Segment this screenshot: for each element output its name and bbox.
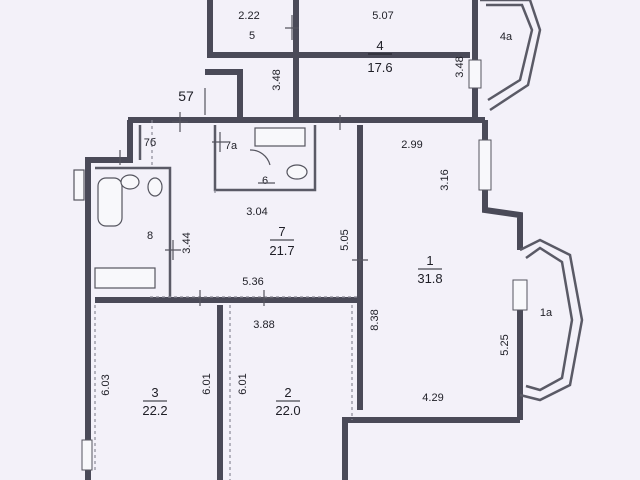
opening-marks xyxy=(165,15,368,306)
room-5-number: 5 xyxy=(249,30,255,42)
room-7a-number: 7a xyxy=(225,140,238,152)
wall-west xyxy=(85,120,133,480)
room-1-number: 1 xyxy=(426,253,433,268)
wall-room1-south xyxy=(342,417,520,480)
bay-1a-outline xyxy=(519,238,584,402)
room-1-area: 31.8 xyxy=(417,271,442,286)
dim-room4-height: 3.48 xyxy=(454,56,466,77)
dim-room3-left: 6.03 xyxy=(100,374,112,395)
bay-windows xyxy=(480,0,584,402)
bay-1a-inner xyxy=(525,246,574,392)
dim-room1-upper-height: 3.16 xyxy=(439,169,451,190)
room-4a-number: 4a xyxy=(500,31,513,43)
room-3-area: 22.2 xyxy=(142,403,167,418)
room-4-area: 17.6 xyxy=(367,60,392,75)
kitchen-counter xyxy=(94,267,156,289)
wall-room5-west xyxy=(207,0,470,58)
room-6-number: 6 xyxy=(262,175,268,187)
dim-room1-lower-height: 5.25 xyxy=(499,334,511,355)
room-3-number: 3 xyxy=(151,385,158,400)
room-7-number: 7 xyxy=(278,224,285,239)
dim-room1-top: 2.99 xyxy=(401,139,422,151)
dim-room2-top: 3.88 xyxy=(253,319,274,331)
wc-toilet xyxy=(286,164,308,180)
bath-sink xyxy=(120,174,140,190)
wall-bath-east xyxy=(95,166,172,298)
room-7-area: 21.7 xyxy=(269,243,294,258)
dim-room3-right: 6.01 xyxy=(201,373,213,394)
dim-room5-height: 3.48 xyxy=(271,69,283,90)
dimension-labels: 2.22 5.07 3.48 3.48 2.99 3.16 3.04 3.44 … xyxy=(100,10,511,404)
dim-room7-top: 3.04 xyxy=(246,206,267,218)
dashed-partitions xyxy=(94,120,360,480)
window-room1-upper xyxy=(478,139,492,191)
window-room3 xyxy=(81,439,93,471)
walls xyxy=(85,0,523,480)
room-8-number: 8 xyxy=(147,230,153,242)
bay-4a-inner xyxy=(486,3,534,102)
room-7b-number: 7б xyxy=(144,137,156,149)
dim-room7-left: 3.44 xyxy=(181,232,193,253)
dim-room2-left: 6.01 xyxy=(237,373,249,394)
bay-4a-outline xyxy=(480,0,542,112)
dim-room4-width: 5.07 xyxy=(372,10,393,22)
room-4-number: 4 xyxy=(376,38,383,53)
wc-cabinet xyxy=(254,127,306,147)
apartment-number: 57 xyxy=(178,88,194,104)
fixtures xyxy=(73,127,308,289)
wall-wc-box xyxy=(213,125,317,192)
wall-room5-south-step xyxy=(205,69,243,118)
dim-room1-height: 8.38 xyxy=(369,309,381,330)
room-labels: 1 31.8 1a 2 22.0 3 22.2 4 17.6 4a 5 6 7 … xyxy=(142,30,553,418)
bath-toilet xyxy=(147,177,163,197)
doors xyxy=(119,88,271,166)
dim-room7-bottom: 5.36 xyxy=(242,276,263,288)
door-wc xyxy=(249,149,271,166)
window-room4 xyxy=(468,59,482,89)
room-2-number: 2 xyxy=(284,385,291,400)
dim-room7-right: 5.05 xyxy=(339,229,351,250)
room-1a-number: 1a xyxy=(540,307,553,319)
dim-room5-width: 2.22 xyxy=(238,10,259,22)
bathtub xyxy=(97,177,123,227)
radiator-left xyxy=(73,169,85,201)
room-2-area: 22.0 xyxy=(275,403,300,418)
dim-room1-bottom: 4.29 xyxy=(422,392,443,404)
windows xyxy=(81,59,528,471)
window-room1-bay xyxy=(512,279,528,311)
